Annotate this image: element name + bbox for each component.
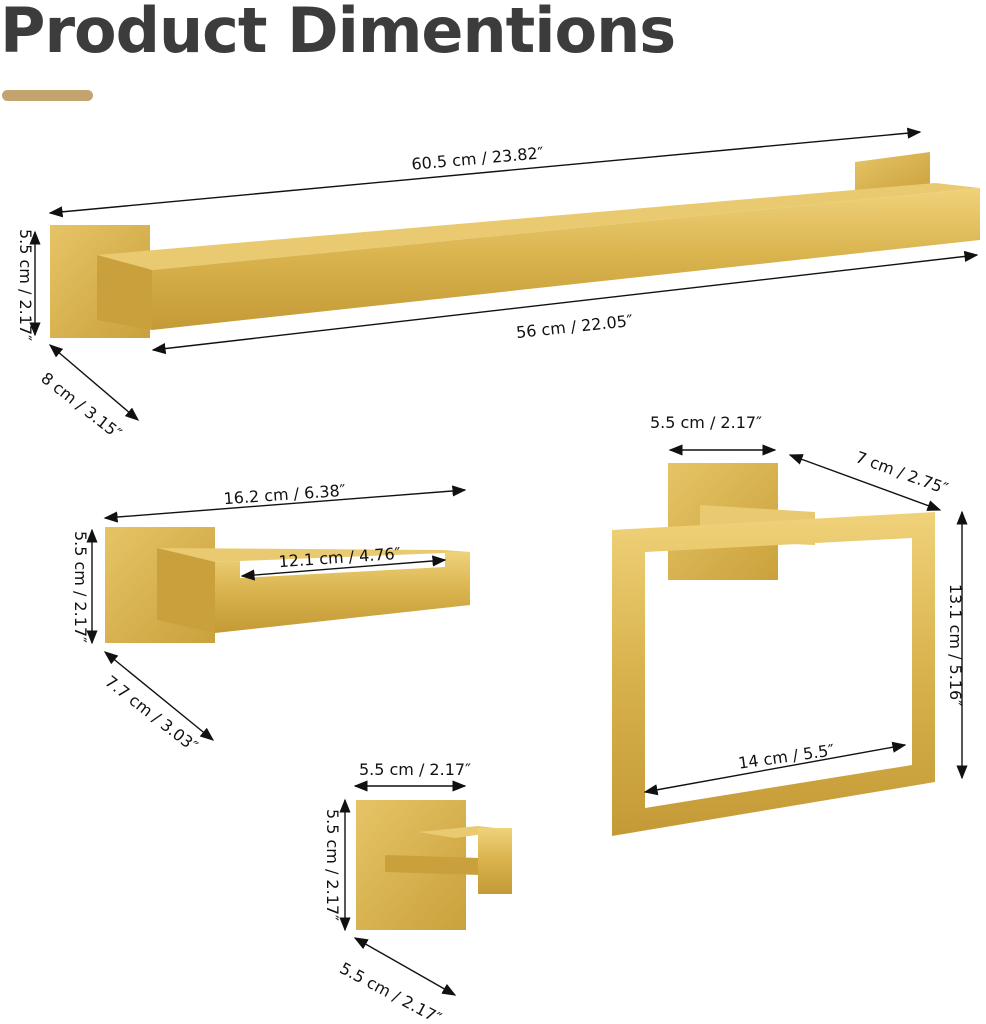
robe-hook-depth: 5.5 cm / 2.17″ (337, 958, 445, 1024)
towel-bar-depth: 8 cm / 3.15″ (37, 368, 125, 443)
towel-bar (50, 152, 980, 338)
toilet-paper-holder (105, 527, 470, 643)
paper-holder-arm-length: 12.1 cm / 4.76″ (278, 544, 401, 571)
paper-holder-depth: 7.7 cm / 3.03″ (101, 672, 201, 756)
towel-ring (612, 463, 935, 836)
paper-holder-plate-height: 5.5 cm / 2.17″ (71, 531, 90, 643)
robe-hook (356, 800, 512, 930)
towel-bar-plate-height: 5.5 cm / 2.17″ (16, 229, 35, 341)
towel-ring-height: 13.1 cm / 5.16″ (946, 584, 965, 706)
page-title: Product Dimentions (0, 0, 676, 67)
towel-bar-length: 56 cm / 22.05″ (515, 311, 634, 342)
robe-hook-plate-width: 5.5 cm / 2.17″ (359, 760, 471, 779)
towel-ring-plate-width: 5.5 cm / 2.17″ (650, 413, 762, 432)
towel-ring-width: 14 cm / 5.5″ (737, 740, 836, 772)
robe-hook-plate-height: 5.5 cm / 2.17″ (323, 809, 342, 921)
title-accent-bar (2, 90, 93, 101)
towel-ring-depth: 7 cm / 2.75″ (853, 447, 950, 498)
